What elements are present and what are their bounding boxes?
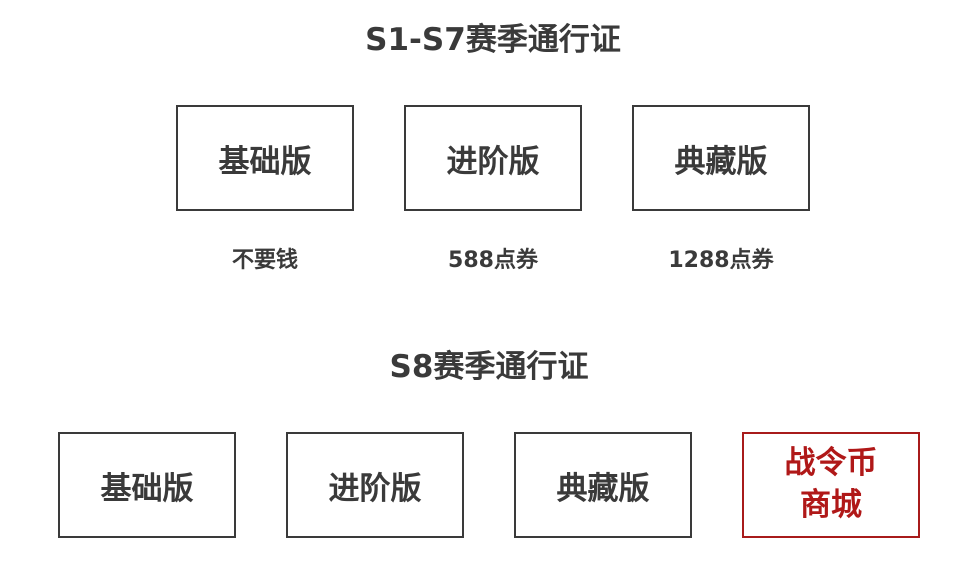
s8-collector-tier-box: 典藏版 [514, 432, 692, 538]
season-8-pass-title: S8赛季通行证 [389, 349, 589, 385]
tier-label: 进阶版 [328, 470, 422, 507]
tier-label: 进阶版 [446, 143, 540, 180]
basic-tier-price: 不要钱 [231, 248, 298, 273]
tier-label: 典藏版 [556, 470, 650, 507]
tier-label: 基础版 [218, 143, 312, 180]
tier-label: 典藏版 [674, 143, 768, 180]
s8-advanced-tier-box: 进阶版 [286, 432, 464, 538]
advanced-tier-price: 588点券 [448, 248, 538, 273]
s8-basic-tier-box: 基础版 [58, 432, 236, 538]
season-1-7-pass-title: S1-S7赛季通行证 [365, 22, 621, 58]
shop-label-line-2: 商城 [800, 487, 862, 523]
s1-s7-collector-tier-box: 典藏版 [632, 105, 810, 211]
shop-label-line-1: 战令币 [784, 445, 878, 482]
collector-tier-price: 1288点券 [668, 248, 774, 273]
tier-label: 基础版 [100, 470, 194, 507]
s1-s7-basic-tier-box: 基础版 [176, 105, 354, 211]
battle-pass-coin-shop-box: 战令币 商城 [742, 432, 920, 538]
s1-s7-advanced-tier-box: 进阶版 [404, 105, 582, 211]
